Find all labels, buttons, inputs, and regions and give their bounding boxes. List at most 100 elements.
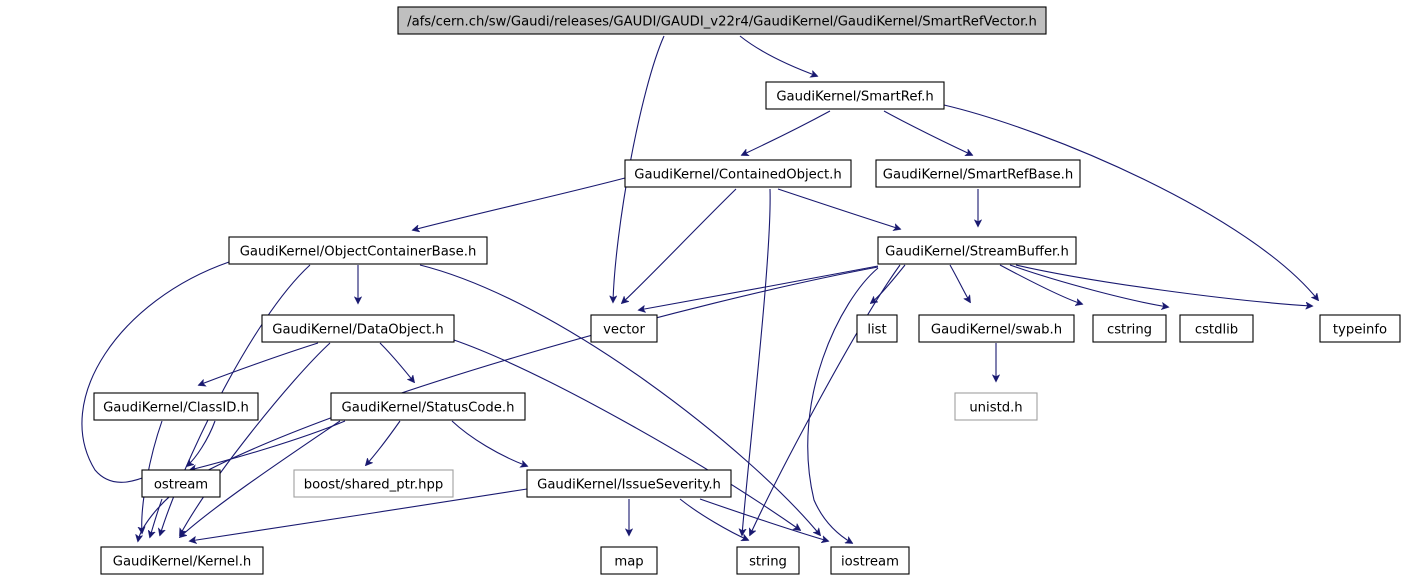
- graph-node-issueseverity[interactable]: GaudiKernel/IssueSeverity.h: [526, 469, 732, 498]
- node-box-unistd[interactable]: [954, 392, 1038, 421]
- graph-edge: [451, 420, 527, 466]
- node-label-classid: GaudiKernel/ClassID.h: [103, 401, 249, 416]
- node-label-root: /afs/cern.ch/sw/Gaudi/releases/GAUDI/GAU…: [407, 15, 1037, 30]
- graph-node-objectcontainerbase[interactable]: GaudiKernel/ObjectContainerBase.h: [228, 236, 488, 265]
- graph-edge: [699, 498, 828, 541]
- graph-edge: [419, 264, 820, 535]
- graph-edge: [807, 267, 879, 543]
- graph-node-cstdlib[interactable]: cstdlib: [1179, 314, 1254, 343]
- node-label-smartref: GaudiKernel/SmartRef.h: [776, 90, 933, 105]
- graph-edge: [949, 264, 970, 302]
- node-box-typeinfo[interactable]: [1319, 314, 1401, 343]
- node-label-vector: vector: [603, 323, 645, 338]
- graph-node-typeinfo[interactable]: typeinfo: [1319, 314, 1401, 343]
- graph-edge: [453, 339, 800, 530]
- node-box-swab[interactable]: [918, 314, 1075, 343]
- graph-edge: [180, 342, 331, 535]
- graph-node-iostream[interactable]: iostream: [830, 546, 910, 575]
- graph-node-cstring[interactable]: cstring: [1092, 314, 1167, 343]
- graph-node-ostream[interactable]: ostream: [141, 469, 221, 498]
- node-box-statuscode[interactable]: [330, 392, 526, 421]
- graph-node-smartref[interactable]: GaudiKernel/SmartRef.h: [765, 81, 945, 110]
- graph-edge: [679, 498, 748, 540]
- graph-edge: [739, 35, 817, 76]
- node-box-kernel[interactable]: [100, 546, 264, 575]
- graph-node-sharedptr[interactable]: boost/shared_ptr.hpp: [293, 469, 454, 498]
- node-label-kernel: GaudiKernel/Kernel.h: [113, 555, 252, 570]
- graph-edge: [190, 488, 528, 541]
- node-label-sharedptr: boost/shared_ptr.hpp: [304, 478, 444, 493]
- graph-edge: [742, 110, 831, 155]
- graph-node-statuscode[interactable]: GaudiKernel/StatusCode.h: [330, 392, 526, 421]
- graph-edge: [1009, 264, 1168, 307]
- graph-edge: [150, 498, 163, 537]
- node-box-list[interactable]: [856, 314, 898, 343]
- node-label-issueseverity: GaudiKernel/IssueSeverity.h: [537, 478, 721, 493]
- graph-edge: [750, 264, 901, 535]
- node-label-cstring: cstring: [1107, 323, 1152, 338]
- graph-edge: [1015, 264, 1312, 306]
- node-label-statuscode: GaudiKernel/StatusCode.h: [342, 401, 515, 416]
- node-label-list: list: [867, 323, 886, 338]
- node-box-streambuffer[interactable]: [877, 236, 1077, 265]
- graph-edge: [180, 420, 341, 537]
- node-box-ostream[interactable]: [141, 469, 221, 498]
- graph-edge: [777, 188, 900, 229]
- graph-node-unistd[interactable]: unistd.h: [954, 392, 1038, 421]
- graph-edge: [622, 188, 737, 303]
- graph-edge: [413, 177, 626, 230]
- graph-node-root[interactable]: /afs/cern.ch/sw/Gaudi/releases/GAUDI/GAU…: [397, 6, 1047, 35]
- graph-edge: [366, 420, 401, 465]
- node-label-unistd: unistd.h: [969, 401, 1022, 416]
- node-box-vector[interactable]: [590, 314, 658, 343]
- node-label-iostream: iostream: [841, 555, 899, 570]
- graph-node-smartrefbase[interactable]: GaudiKernel/SmartRefBase.h: [875, 159, 1081, 188]
- node-box-map[interactable]: [600, 546, 658, 575]
- graph-edge: [742, 188, 771, 535]
- node-label-string: string: [749, 555, 787, 570]
- node-box-cstdlib[interactable]: [1179, 314, 1254, 343]
- graph-edge: [999, 264, 1082, 304]
- node-label-typeinfo: typeinfo: [1333, 323, 1387, 338]
- graph-edge: [379, 342, 414, 382]
- node-label-swab: GaudiKernel/swab.h: [931, 323, 1062, 338]
- node-box-classid[interactable]: [93, 392, 259, 421]
- node-box-smartrefbase[interactable]: [875, 159, 1081, 188]
- node-box-containedobject[interactable]: [624, 159, 852, 188]
- node-box-objectcontainerbase[interactable]: [228, 236, 488, 265]
- graph-edge: [81, 261, 230, 483]
- graph-node-vector[interactable]: vector: [590, 314, 658, 343]
- node-box-issueseverity[interactable]: [526, 469, 732, 498]
- graph-node-map[interactable]: map: [600, 546, 658, 575]
- graph-node-string[interactable]: string: [736, 546, 800, 575]
- node-label-cstdlib: cstdlib: [1195, 323, 1238, 338]
- node-box-smartref[interactable]: [765, 81, 945, 110]
- graph-node-streambuffer[interactable]: GaudiKernel/StreamBuffer.h: [877, 236, 1077, 265]
- node-label-ostream: ostream: [154, 478, 208, 493]
- graph-node-classid[interactable]: GaudiKernel/ClassID.h: [93, 392, 259, 421]
- node-label-objectcontainerbase: GaudiKernel/ObjectContainerBase.h: [240, 245, 477, 260]
- node-box-string[interactable]: [736, 546, 800, 575]
- node-label-smartrefbase: GaudiKernel/SmartRefBase.h: [883, 168, 1073, 183]
- nodes-layer: /afs/cern.ch/sw/Gaudi/releases/GAUDI/GAU…: [93, 6, 1401, 575]
- node-label-map: map: [614, 555, 643, 570]
- node-label-streambuffer: GaudiKernel/StreamBuffer.h: [885, 245, 1069, 260]
- graph-edge: [871, 264, 906, 303]
- graph-edge: [883, 110, 972, 155]
- node-box-cstring[interactable]: [1092, 314, 1167, 343]
- node-box-root[interactable]: [397, 6, 1047, 35]
- graph-edge: [199, 342, 319, 385]
- graph-node-containedobject[interactable]: GaudiKernel/ContainedObject.h: [624, 159, 852, 188]
- node-box-dataobject[interactable]: [261, 314, 455, 343]
- graph-node-swab[interactable]: GaudiKernel/swab.h: [918, 314, 1075, 343]
- graph-edge: [190, 420, 346, 470]
- graph-edge: [187, 420, 216, 466]
- graph-node-dataobject[interactable]: GaudiKernel/DataObject.h: [261, 314, 455, 343]
- node-box-sharedptr[interactable]: [293, 469, 454, 498]
- graph-node-kernel[interactable]: GaudiKernel/Kernel.h: [100, 546, 264, 575]
- edges-layer: [81, 35, 1318, 543]
- node-box-iostream[interactable]: [830, 546, 910, 575]
- graph-node-list[interactable]: list: [856, 314, 898, 343]
